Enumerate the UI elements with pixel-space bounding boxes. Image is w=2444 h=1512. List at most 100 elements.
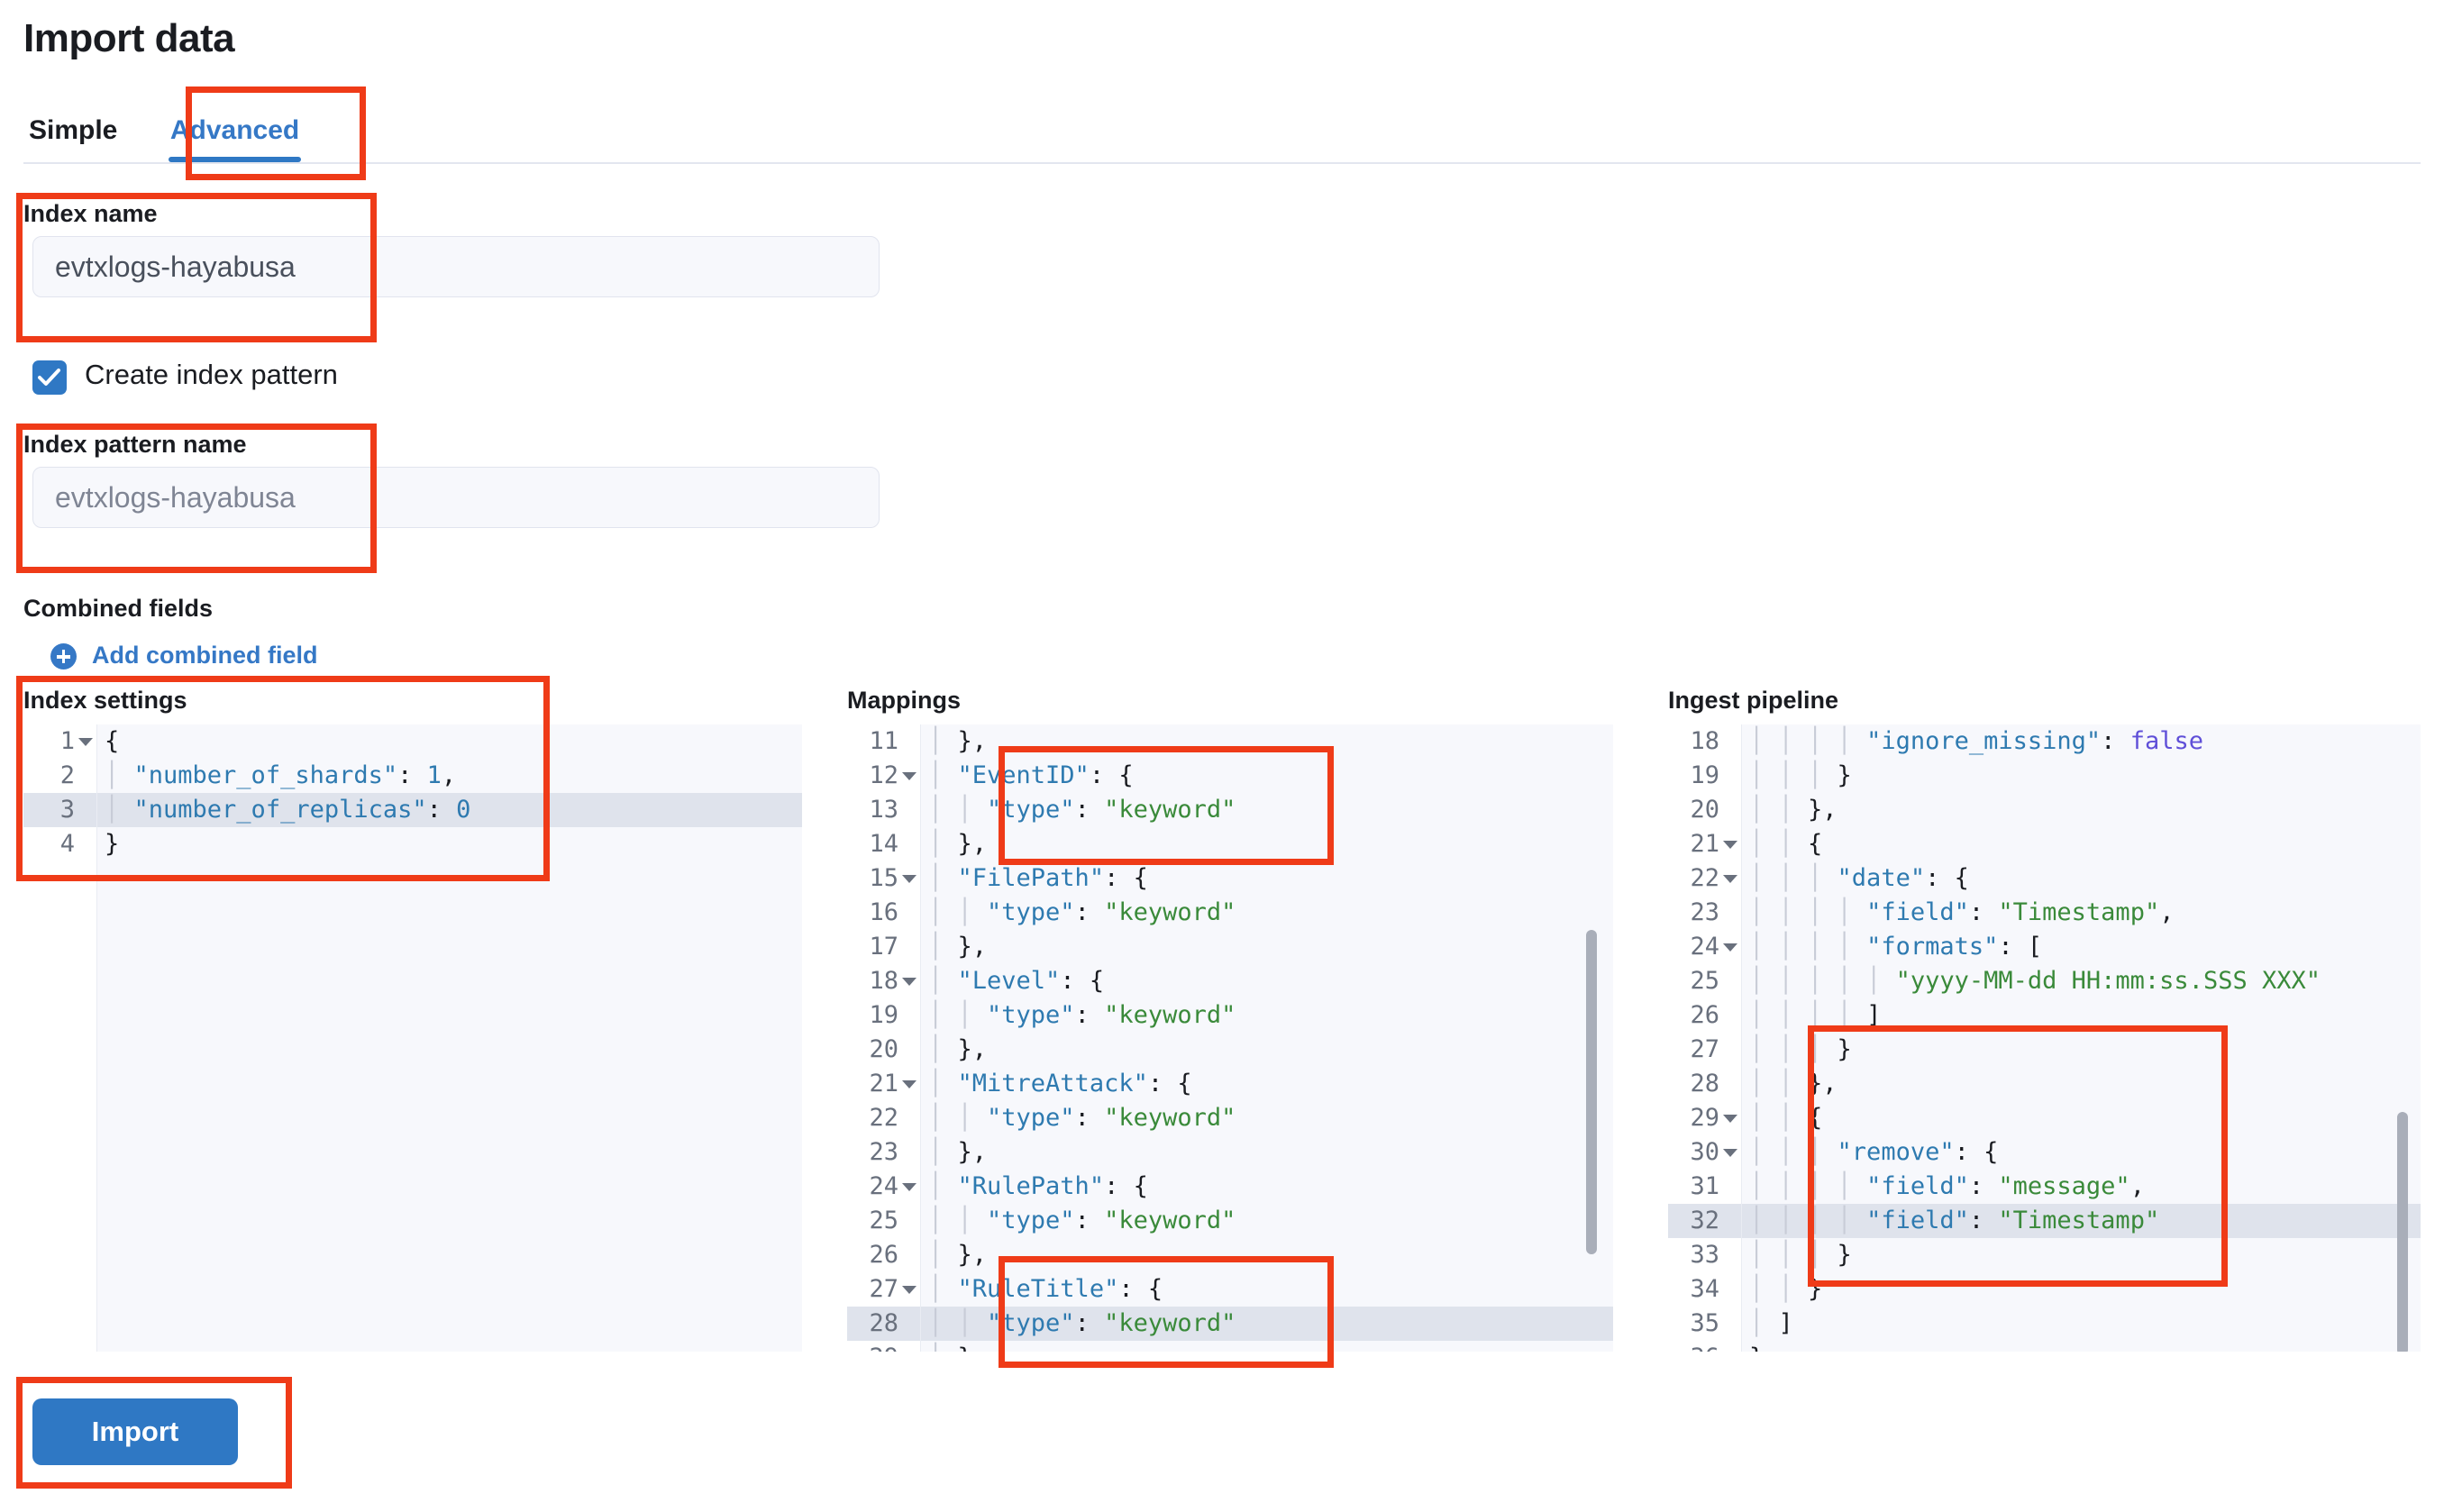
code-line[interactable]: │ "RuleTitle": { [928,1275,1163,1303]
code-line[interactable]: │ │ "type": "keyword" [928,898,1236,926]
code-line[interactable]: │ │ │ │ "ignore_missing": false [1749,727,2203,755]
code-line[interactable]: } [105,830,120,858]
code-line[interactable]: │ │ "type": "keyword" [928,796,1236,824]
import-button[interactable]: Import [32,1398,238,1465]
code-line[interactable]: │ │ │ │ ] [1749,1001,1882,1029]
line-number-row: 18 [1690,727,1719,755]
code-line[interactable]: │ │ │ } [1749,1241,1852,1269]
fold-arrow-icon[interactable] [78,738,93,746]
code-line[interactable]: │ "number_of_shards": 1, [105,761,457,789]
index-name-label: Index name [23,200,158,227]
code-line[interactable]: │ │ "type": "keyword" [921,1307,1613,1341]
index-pattern-name-label: Index pattern name [23,431,247,458]
line-number-row: 27 [847,1272,920,1307]
line-number-row: 31 [1690,1172,1719,1200]
code-line[interactable]: │ │ │ "date": { [1749,864,1969,892]
code-line[interactable]: │ }, [928,1241,988,1269]
line-number-row: 12 [847,759,920,793]
fold-arrow-icon[interactable] [902,1286,916,1294]
code-line[interactable]: │ │ │ } [1749,1035,1852,1063]
code-line[interactable]: │ │ │ │ "field": "Timestamp" [1742,1204,2421,1238]
line-number-row: 26 [1690,1001,1719,1029]
fold-arrow-icon[interactable] [1723,875,1737,883]
code-line[interactable]: │ }, [928,1138,988,1166]
fold-arrow-icon[interactable] [1723,943,1737,952]
code-line[interactable]: │ │ │ │ │ "yyyy-MM-dd HH:mm:ss.SSS XXX" [1749,967,2321,995]
fold-arrow-icon[interactable] [902,978,916,986]
code-line[interactable]: │ │ │ │ "field": "Timestamp", [1749,898,2175,926]
code-line[interactable]: │ │ │ "remove": { [1749,1138,1999,1166]
fold-arrow-icon[interactable] [902,1183,916,1191]
fold-arrow-icon[interactable] [902,875,916,883]
code-line[interactable]: │ }, [921,1341,1613,1352]
code-line[interactable]: │ │ │ } [1749,761,1852,789]
code-line[interactable]: │ "Level": { [928,967,1105,995]
code-line[interactable]: │ │ { [1749,830,1823,858]
fold-arrow-icon[interactable] [1723,1149,1737,1157]
mappings-editor[interactable]: 11121314151617181920212223242526272829 │… [847,724,1613,1352]
line-number-row: 25 [1690,967,1719,995]
fold-arrow-icon[interactable] [902,1080,916,1088]
fold-arrow-icon[interactable] [902,772,916,780]
combined-fields-label: Combined fields [23,595,214,622]
line-number-row: 22 [869,1104,898,1132]
plus-circle-icon[interactable] [50,643,77,669]
code-line[interactable]: │ "RulePath": { [928,1172,1148,1200]
line-number-row: 28 [847,1307,920,1341]
code-line[interactable]: │ │ }, [1749,796,1838,824]
fold-arrow-icon[interactable] [1723,841,1737,849]
code-line[interactable]: │ │ "type": "keyword" [928,1001,1236,1029]
line-number-row: 29 [847,1341,920,1352]
line-number-row: 4 [59,830,75,858]
line-number-row: 11 [869,727,898,755]
line-number-row: 25 [869,1207,898,1234]
mappings-code[interactable]: │ },│ "EventID": {│ │ "type": "keyword"│… [921,724,1613,1352]
code-line[interactable]: │ "number_of_replicas": 0 [97,793,802,827]
line-number-row: 3 [23,793,96,827]
line-number-row: 13 [869,796,898,824]
code-line[interactable]: │ }, [928,933,988,961]
mappings-scrollbar[interactable] [1586,930,1597,1254]
ingest-pipeline-code[interactable]: │ │ │ │ "ignore_missing": false │ │ │ } │ … [1742,724,2421,1352]
code-line[interactable]: │ │ "type": "keyword" [928,1104,1236,1132]
code-line[interactable]: │ }, [928,727,988,755]
checkbox-checked-icon[interactable] [32,360,67,395]
line-number-row: 1 [23,724,96,759]
line-number-row: 29 [1668,1101,1741,1135]
line-number-row: 19 [869,1001,898,1029]
line-number-row: 24 [847,1170,920,1204]
code-line[interactable]: │ │ "type": "keyword" [928,1207,1236,1234]
code-line[interactable]: │ │ } [1749,1275,1823,1303]
code-line[interactable]: { [105,727,120,755]
code-line[interactable]: │ }, [928,830,988,858]
code-line[interactable]: │ "MitreAttack": { [928,1070,1192,1098]
code-line[interactable]: │ "FilePath": { [928,864,1148,892]
tab-simple[interactable]: Simple [23,99,123,162]
code-line[interactable]: │ │ { [1749,1104,1823,1132]
code-line[interactable]: │ │ │ │ "field": "message", [1749,1172,2145,1200]
code-line[interactable]: │ }, [928,1035,988,1063]
tabs: Simple Advanced [23,99,2421,164]
index-pattern-name-input[interactable]: evtxlogs-hayabusa [32,467,880,528]
ingest-pipeline-title: Ingest pipeline [1668,687,1839,714]
code-line[interactable]: │ "EventID": { [928,761,1134,789]
line-number-row: 22 [1668,861,1741,896]
code-line[interactable]: │ ] [1749,1309,1793,1337]
line-number-row: 15 [847,861,920,896]
index-name-input[interactable]: evtxlogs-hayabusa [32,236,880,297]
fold-arrow-icon[interactable] [1723,1115,1737,1123]
page-title: Import data [23,16,235,60]
code-line[interactable]: │ │ │ │ "formats": [ [1749,933,2043,961]
tab-advanced[interactable]: Advanced [165,99,305,162]
index-settings-code[interactable]: { │ "number_of_shards": 1, │ "number_of_re… [97,724,802,1352]
code-line[interactable]: } [1742,1341,2421,1352]
code-line[interactable]: │ │ }, [1749,1070,1838,1098]
line-number-row: 32 [1668,1204,1741,1238]
line-number-row: 16 [869,898,898,926]
ingest-pipeline-scrollbar[interactable] [2397,1112,2408,1352]
add-combined-field-link[interactable]: Add combined field [92,642,318,669]
line-number-row: 35 [1690,1309,1719,1337]
ingest-pipeline-editor[interactable]: 18192021222324252627282930313233343536 │… [1668,724,2421,1352]
